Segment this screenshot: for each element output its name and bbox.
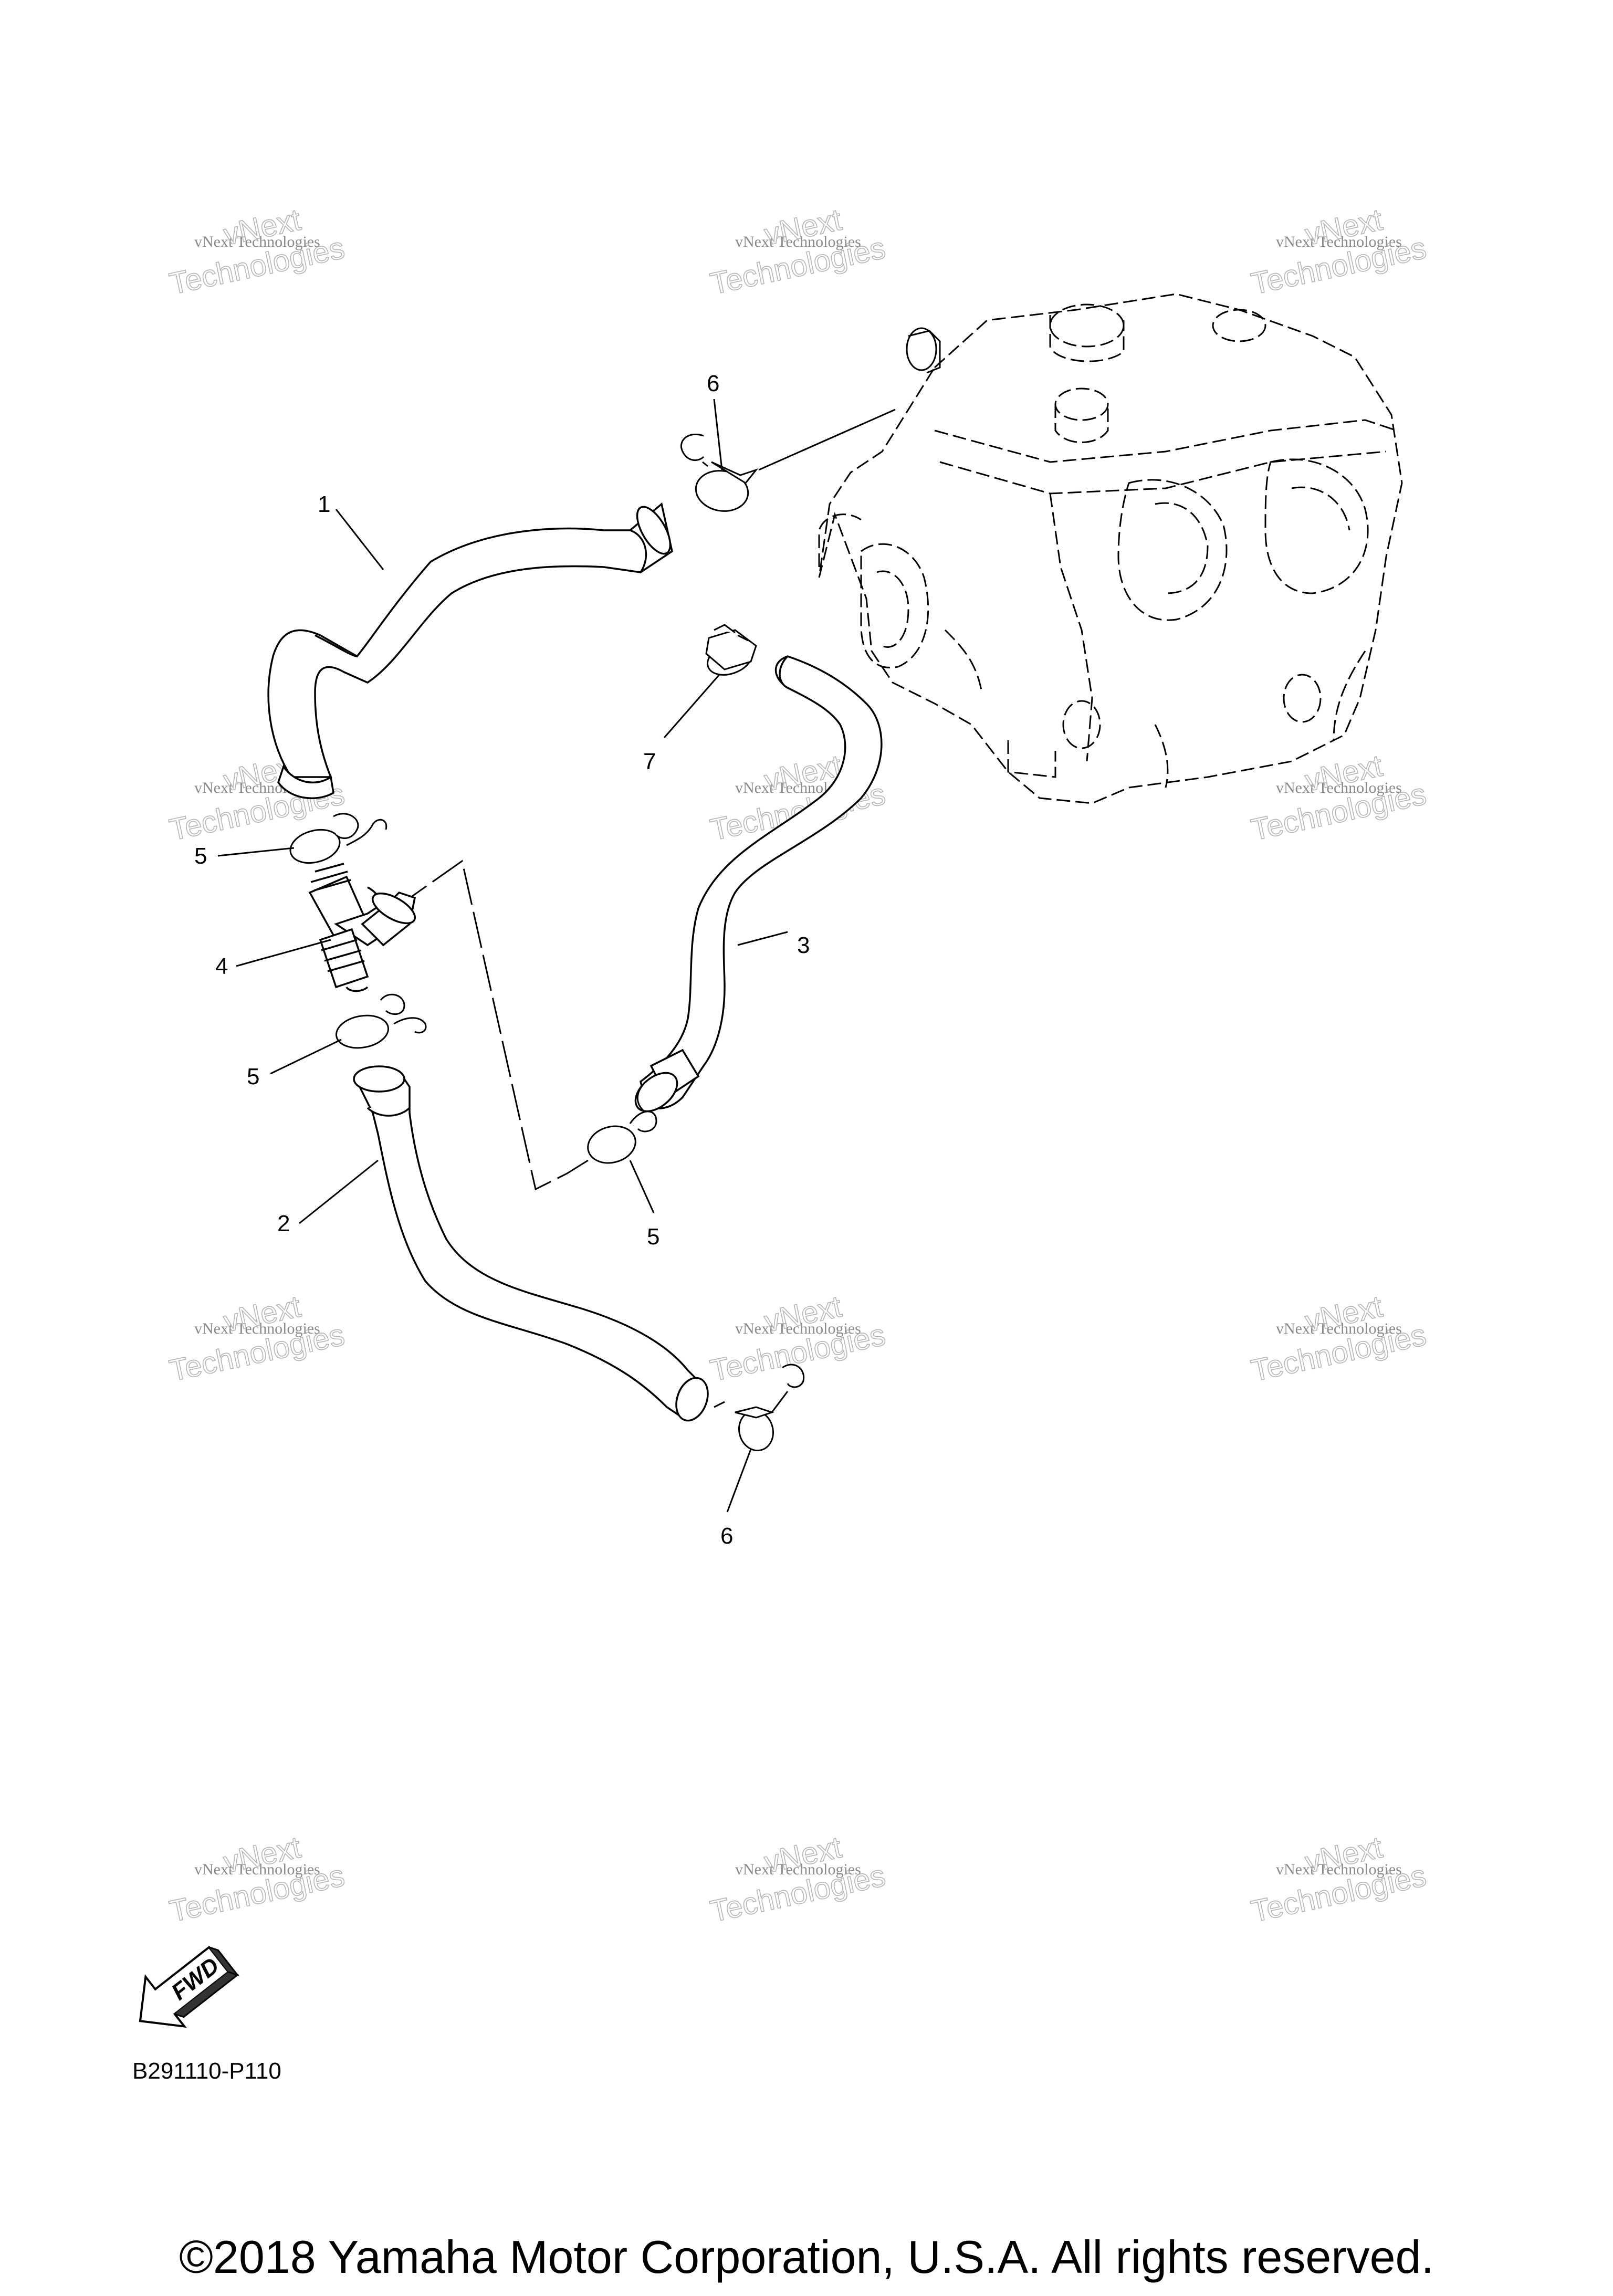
svg-text:vNext Technologies: vNext Technologies (735, 233, 861, 250)
leader-line (737, 931, 788, 946)
clamp-6-top (680, 433, 759, 512)
joint-4 (308, 863, 416, 992)
connection-lines (396, 408, 896, 1408)
diagram-code: B291110-P110 (132, 2058, 281, 2084)
leader-line (236, 939, 331, 967)
clip-5a (289, 813, 387, 864)
part-number-5: 5 (647, 1224, 659, 1250)
copyright-notice: ©2018 Yamaha Motor Corporation, U.S.A. A… (179, 2231, 1434, 2283)
svg-text:vNext Technologies: vNext Technologies (1276, 233, 1402, 250)
leader-line (217, 847, 295, 857)
connection-line-dashed (396, 859, 589, 1191)
svg-text:vNext Technologies: vNext Technologies (194, 233, 320, 250)
part-number-4: 4 (215, 953, 228, 979)
svg-text:vNext Technologies: vNext Technologies (735, 1861, 861, 1878)
clip-5b (335, 993, 427, 1049)
clip-5c (587, 1081, 657, 1164)
leader-line (726, 1449, 752, 1513)
head-breather-outlet (906, 327, 941, 374)
leader-line (629, 1160, 655, 1213)
hose-3 (634, 655, 883, 1113)
callouts (217, 399, 788, 1513)
hose-2 (353, 1065, 709, 1422)
part-numbers: 1 2 3 4 5 5 5 6 6 7 (194, 371, 810, 1549)
part-number-2: 2 (277, 1211, 290, 1236)
clamp-7 (705, 624, 757, 676)
svg-text:vNext Technologies: vNext Technologies (1276, 1861, 1402, 1878)
fwd-arrow-icon: FWD (139, 1945, 240, 2028)
connection-line (714, 1401, 725, 1408)
connection-line (758, 408, 896, 471)
leader-line (299, 1159, 379, 1224)
part-number-3: 3 (797, 932, 810, 958)
leader-line (270, 1039, 342, 1075)
part-number-6: 6 (720, 1523, 733, 1549)
svg-text:vNext Technologies: vNext Technologies (1276, 1320, 1402, 1337)
hose-1 (267, 502, 673, 800)
cylinder-head-outline (818, 293, 1403, 804)
svg-text:vNext Technologies: vNext Technologies (194, 1861, 320, 1878)
part-number-7: 7 (643, 749, 656, 774)
part-number-1: 1 (318, 491, 330, 517)
svg-text:vNext Technologies: vNext Technologies (194, 1320, 320, 1337)
svg-text:vNext Technologies: vNext Technologies (735, 1320, 861, 1337)
leader-line (335, 509, 384, 570)
part-number-6: 6 (707, 371, 719, 396)
part-number-5: 5 (247, 1064, 259, 1089)
leader-line (713, 399, 723, 470)
svg-text:vNext Technologies: vNext Technologies (1276, 779, 1402, 796)
leader-line (663, 674, 720, 738)
connection-line (702, 461, 708, 467)
clamp-6-bottom (735, 1364, 805, 1452)
part-number-5: 5 (194, 843, 207, 869)
